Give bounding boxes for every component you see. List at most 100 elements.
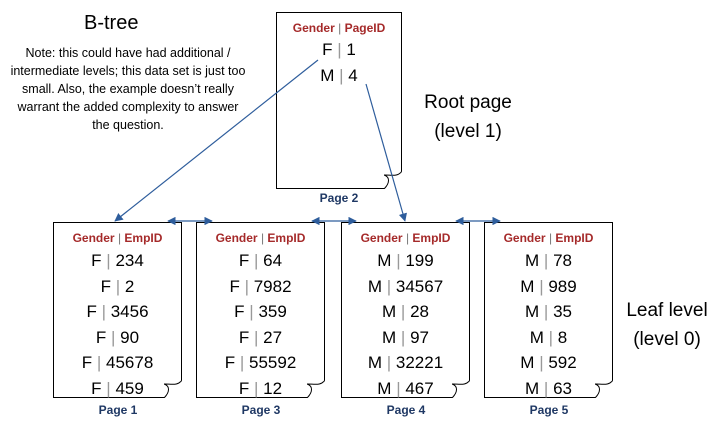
root-row-sep: | <box>337 40 342 59</box>
leaf-page-1: Gender | EmpID F | 234 F | 2 F | 3456 F … <box>53 222 182 398</box>
row-sep: | <box>96 353 102 372</box>
row-val: 3456 <box>110 302 149 321</box>
root-page-caption: Page 2 <box>319 191 359 205</box>
leaf-row: M | 34567 <box>342 274 469 300</box>
page-curl-icon <box>595 380 613 398</box>
row-key: F <box>238 327 250 347</box>
leaf-header-val: EmpID <box>124 231 163 245</box>
root-level-line2: (level 1) <box>434 121 502 142</box>
row-sep: | <box>239 353 245 372</box>
root-level-label: Root page (level 1) <box>408 88 528 146</box>
leaf-page-header: Gender | EmpID <box>342 231 469 245</box>
row-key: M <box>520 276 535 296</box>
leaf-row: F | 64 <box>197 248 324 274</box>
row-key: F <box>86 302 97 321</box>
row-val: 12 <box>263 378 283 398</box>
row-val: 34567 <box>395 276 444 296</box>
row-val: 97 <box>410 327 429 347</box>
row-sep: | <box>400 302 406 321</box>
leaf-row: F | 3456 <box>54 299 181 325</box>
row-val: 2 <box>124 276 135 296</box>
leaf-page-3: Gender | EmpID F | 64 F | 7982 F | 359 F… <box>196 222 325 398</box>
row-key: F <box>95 327 107 347</box>
leaf-row: F | 55592 <box>197 350 324 376</box>
row-key: F <box>229 276 240 296</box>
row-val: 32221 <box>395 353 444 372</box>
row-val: 27 <box>263 327 283 347</box>
leaf-row: M | 28 <box>342 299 469 325</box>
row-sep: | <box>254 378 259 398</box>
row-val: 467 <box>405 378 434 398</box>
row-key: M <box>529 327 544 347</box>
row-val: 63 <box>553 378 572 398</box>
row-sep: | <box>115 276 121 296</box>
leaf-page-header: Gender | EmpID <box>54 231 181 245</box>
row-val: 234 <box>115 251 144 270</box>
leaf-header-val: EmpID <box>412 231 451 245</box>
row-key: F <box>91 251 102 270</box>
row-sep: | <box>539 276 544 296</box>
root-header-sep: | <box>338 21 342 35</box>
row-val: 28 <box>410 302 429 321</box>
leaf-page-5: Gender | EmpID M | 78 M | 989 M | 35 M |… <box>484 222 613 398</box>
row-val: 7982 <box>253 276 292 296</box>
pointer-arrow-m-to-page4 <box>365 83 407 222</box>
row-sep: | <box>386 276 392 296</box>
root-header-key: Gender <box>292 21 335 35</box>
leaf-level-line2: (level 0) <box>633 329 701 350</box>
row-key: M <box>367 353 382 372</box>
leaf-row: M | 467 <box>342 376 469 402</box>
row-val: 8 <box>557 327 568 347</box>
leaf-page-4-caption: Page 4 <box>386 403 426 417</box>
row-sep: | <box>548 327 554 347</box>
leaf-row: M | 32221 <box>342 350 469 376</box>
row-sep: | <box>400 327 406 347</box>
row-sep: | <box>254 327 259 347</box>
row-sep: | <box>386 353 392 372</box>
root-header-val: PageID <box>344 21 386 35</box>
diagram-title: B-tree <box>84 12 139 34</box>
row-sep: | <box>254 251 259 270</box>
leaf-header-val: EmpID <box>555 231 594 245</box>
row-key: M <box>382 327 397 347</box>
row-key: F <box>224 353 236 372</box>
row-key: M <box>377 378 392 398</box>
root-page-header: Gender | PageID <box>277 21 401 35</box>
row-key: M <box>382 302 397 321</box>
row-val: 199 <box>405 251 434 270</box>
pointer-arrow-f-to-page1 <box>114 59 319 222</box>
leaf-row: F | 7982 <box>197 274 324 300</box>
leaf-page-5-caption: Page 5 <box>529 403 569 417</box>
row-key: M <box>525 251 540 270</box>
row-val: 55592 <box>249 353 297 372</box>
row-val: 90 <box>120 327 140 347</box>
row-val: 64 <box>263 251 283 270</box>
leaf-level-line1: Leaf level <box>626 300 708 321</box>
row-key: F <box>81 353 93 372</box>
row-sep: | <box>539 353 544 372</box>
row-val: 35 <box>553 302 572 321</box>
leaf-header-sep: | <box>260 231 265 245</box>
row-sep: | <box>543 378 549 398</box>
row-key: F <box>234 302 245 321</box>
row-key: M <box>525 302 540 321</box>
leaf-header-sep: | <box>405 231 410 245</box>
root-row-key: M <box>320 65 335 85</box>
row-sep: | <box>106 251 111 270</box>
diagram-note: Note: this could have had additional / i… <box>10 46 246 132</box>
leaf-row: F | 359 <box>197 299 324 325</box>
leaf-row: F | 12 <box>197 376 324 402</box>
leaf-page-3-caption: Page 3 <box>241 403 281 417</box>
root-row: F | 1 <box>277 37 401 63</box>
page-curl-icon <box>452 380 470 398</box>
row-key: F <box>238 378 250 398</box>
row-sep: | <box>543 302 549 321</box>
page-curl-icon <box>307 380 325 398</box>
leaf-row: M | 78 <box>485 248 612 274</box>
leaf-header-sep: | <box>548 231 553 245</box>
root-row: M | 4 <box>277 63 401 89</box>
leaf-row: F | 234 <box>54 248 181 274</box>
root-row-sep: | <box>339 65 344 85</box>
leaf-header-key: Gender <box>360 231 403 245</box>
leaf-header-key: Gender <box>215 231 258 245</box>
